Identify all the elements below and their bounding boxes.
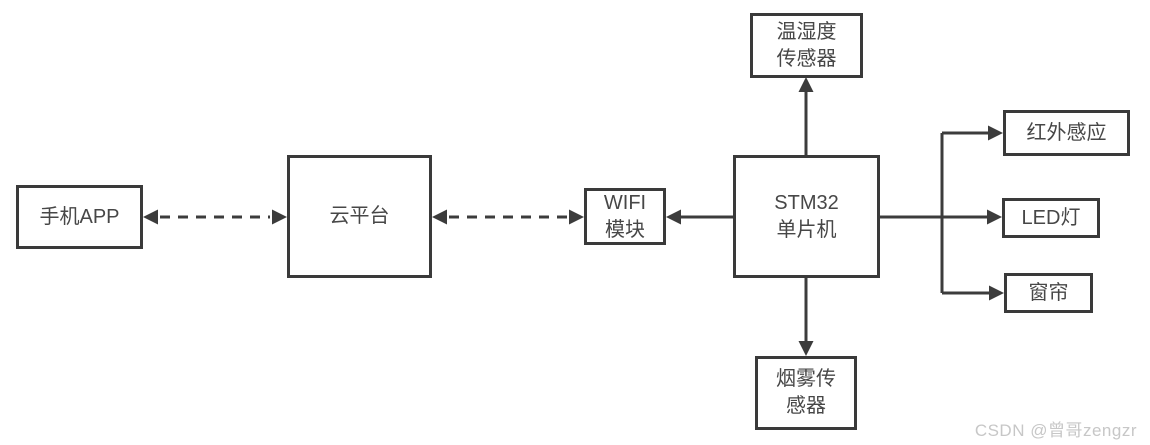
edge-stm32-actuators	[880, 125, 1004, 301]
edge-stm32-smoke	[798, 278, 814, 356]
edge-stm32-temp	[798, 77, 814, 155]
node-cloud-platform: 云平台	[287, 155, 432, 278]
node-smoke-sensor: 烟雾传 感器	[755, 356, 857, 430]
node-temp-humidity-sensor: 温湿度 传感器	[750, 13, 863, 78]
edge-phone-cloud	[143, 209, 287, 225]
node-phone-app: 手机APP	[16, 185, 143, 249]
watermark: CSDN @曾哥zengzr	[974, 421, 1137, 440]
node-stm32-mcu: STM32 单片机	[733, 155, 880, 278]
node-curtain: 窗帘	[1004, 273, 1093, 313]
node-infrared-sensor: 红外感应	[1003, 110, 1130, 156]
node-wifi-module: WIFI 模块	[584, 188, 666, 245]
node-led-light: LED灯	[1002, 198, 1100, 238]
edge-stm32-wifi	[666, 209, 733, 225]
edge-cloud-wifi	[432, 209, 584, 225]
